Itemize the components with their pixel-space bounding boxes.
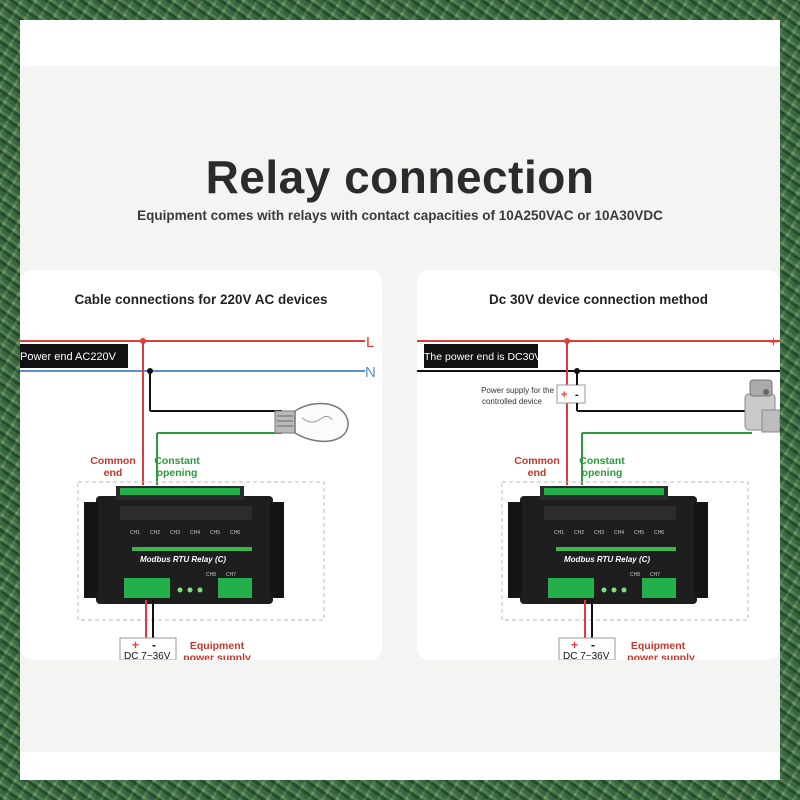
channel-label: CH3	[170, 530, 180, 536]
ac-wiring-diagram: L N Power end AC220V	[20, 334, 376, 660]
channel-label: CH1	[130, 530, 140, 536]
constant-opening-label-2: opening	[157, 467, 198, 479]
equipment-supply-label-2: power supply	[183, 652, 251, 660]
supply-box	[558, 637, 616, 660]
power-end-label: Power end AC220V	[20, 351, 117, 363]
light-bulb-icon	[274, 402, 349, 443]
channel-label: CH2	[150, 530, 160, 536]
channel-label: CH5	[634, 530, 644, 536]
channel-label: CH7	[226, 572, 236, 578]
relay-module-outline	[501, 481, 749, 621]
common-end-label-1: Common	[514, 455, 560, 467]
channel-label: CH3	[594, 530, 604, 536]
line-n-label: N	[365, 364, 376, 381]
plus-sign: +	[561, 389, 567, 401]
common-end-label-2: end	[104, 467, 123, 479]
supply-box	[119, 637, 177, 660]
power-end-bar	[20, 344, 128, 368]
minus-sign: -	[152, 638, 156, 652]
constant-opening-label-1: Constant	[154, 455, 200, 467]
relay-module: CH1 CH2 CH3 CH4 CH5 CH6 Modbus RTU Relay…	[84, 486, 284, 604]
device-title: Modbus RTU Relay (C)	[564, 555, 650, 564]
minus-sign: -	[591, 638, 595, 652]
solenoid-valve-icon	[744, 379, 780, 433]
controlled-supply-label-2: controlled device	[482, 397, 543, 406]
dc-wiring-diagram: + The power end is DC30V + - Power suppl…	[417, 334, 780, 660]
channel-label: CH4	[190, 530, 200, 536]
device-title: Modbus RTU Relay (C)	[140, 555, 226, 564]
channel-label: CH2	[574, 530, 584, 536]
equipment-supply-label-1: Equipment	[631, 640, 686, 652]
wire-junction	[574, 368, 580, 374]
power-end-bar	[424, 344, 538, 368]
ac-panel-heading: Cable connections for 220V AC devices	[74, 292, 328, 307]
page-subtitle: Equipment comes with relays with contact…	[137, 208, 663, 223]
relay-module-outline	[77, 481, 325, 621]
wire-junction	[140, 338, 146, 344]
power-end-label: The power end is DC30V	[424, 351, 541, 363]
equipment-supply-label-1: Equipment	[190, 640, 245, 652]
content-card: Relay connection Equipment comes with re…	[20, 20, 780, 780]
dc-panel-heading: Dc 30V device connection method	[488, 292, 709, 307]
constant-opening-label-1: Constant	[579, 455, 625, 467]
channel-label: CH6	[654, 530, 664, 536]
relay-module: CH1 CH2 CH3 CH4 CH5 CH6 Modbus RTU Relay…	[508, 486, 708, 604]
plus-sign: +	[132, 638, 139, 652]
channel-label: CH5	[210, 530, 220, 536]
controlled-supply-box	[556, 384, 586, 404]
plus-sign: +	[571, 638, 578, 652]
wire-junction	[147, 368, 153, 374]
supply-voltage-label: DC 7~36V	[563, 651, 610, 660]
common-end-label-2: end	[528, 467, 547, 479]
page-title: Relay connection	[205, 151, 595, 203]
channel-label: CH1	[554, 530, 564, 536]
wire-junction	[564, 338, 570, 344]
ac-connection-panel: Cable connections for 220V AC devices L …	[20, 270, 382, 660]
channel-label: CH4	[614, 530, 624, 536]
controlled-supply-label-1: Power supply for the	[481, 386, 554, 395]
constant-opening-label-2: opening	[582, 467, 623, 479]
equipment-supply-label-2: power supply	[627, 652, 695, 660]
channel-label: CH7	[650, 572, 660, 578]
line-plus-label: +	[769, 334, 778, 351]
supply-voltage-label: DC 7~36V	[124, 651, 171, 660]
channel-label: CH8	[206, 572, 216, 578]
line-l-label: L	[366, 334, 374, 351]
dc-connection-panel: Dc 30V device connection method + The po…	[417, 270, 780, 660]
channel-label: CH8	[630, 572, 640, 578]
minus-sign: -	[575, 389, 579, 401]
common-end-label-1: Common	[90, 455, 136, 467]
channel-label: CH6	[230, 530, 240, 536]
